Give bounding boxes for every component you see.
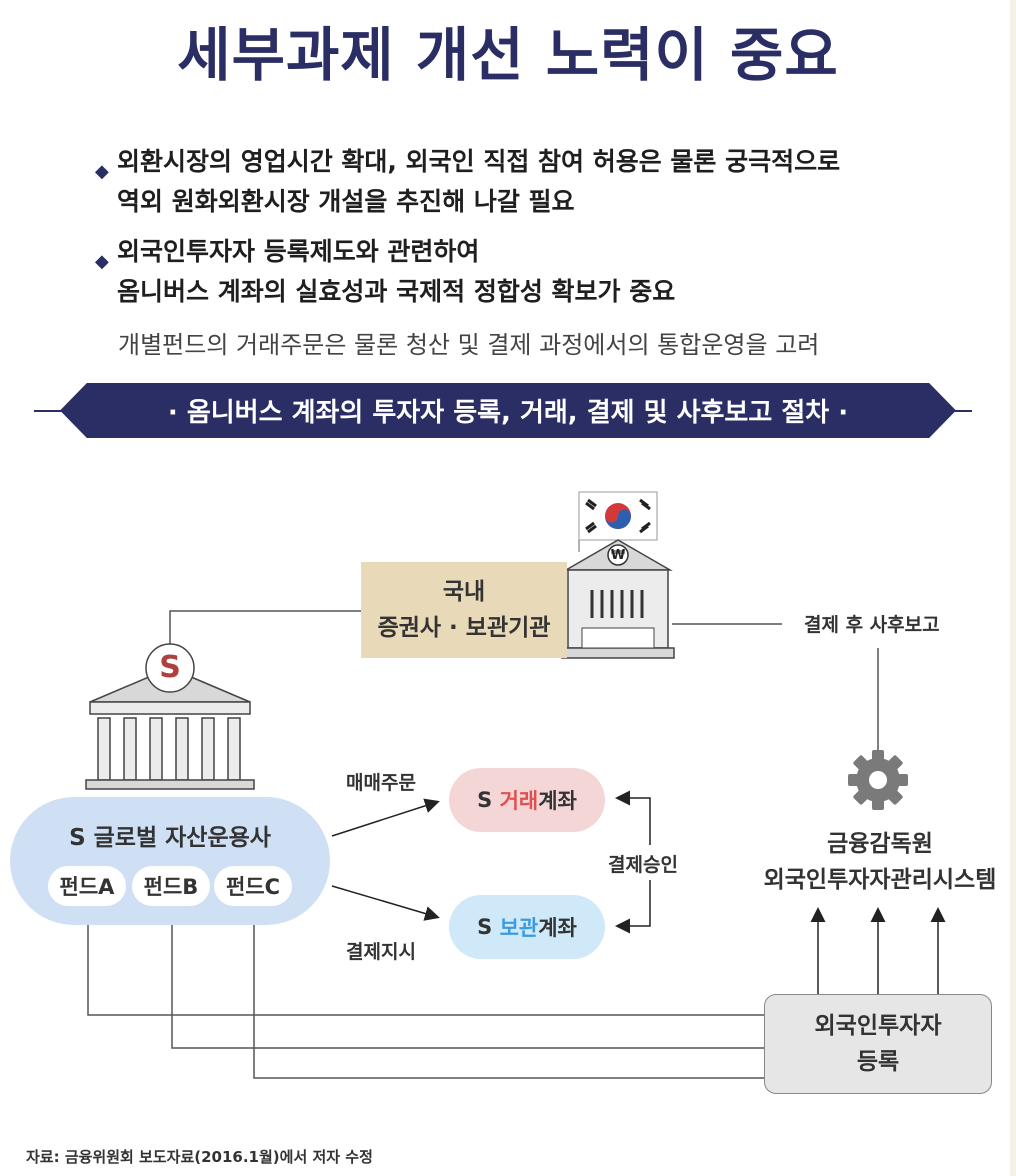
- asset-manager-label: S 글로벌 자산운용사: [69, 825, 271, 851]
- asset-manager-building-icon: [85, 643, 255, 790]
- bullet-2-line2: 옴니버스 계좌의 실효성과 국제적 정합성 확보가 중요: [117, 277, 676, 306]
- fund-a: 펀드A: [48, 866, 126, 906]
- section-banner: [60, 383, 956, 438]
- fss-system-label: 금융감독원 외국인투자자관리시스템: [750, 826, 1010, 898]
- diamond-bullet-icon: ◆: [95, 161, 109, 182]
- fund-b: 펀드B: [132, 866, 210, 906]
- post-report-label: 결제 후 사후보고: [804, 614, 940, 636]
- sub-note: 개별펀드의 거래주문은 물론 청산 및 결제 과정에서의 통합운영을 고려: [118, 331, 820, 359]
- settle-instruction-label: 결제지시: [346, 941, 416, 963]
- line-fund-a-to-registration: [87, 906, 764, 1016]
- registration-line1: 외국인투자자: [814, 1013, 942, 1039]
- securities-building-icon: [561, 539, 675, 659]
- diamond-bullet-icon: ◆: [95, 251, 109, 272]
- section-banner-text: · 옴니버스 계좌의 투자자 등록, 거래, 결제 및 사후보고 절차 ·: [167, 398, 849, 428]
- won-symbol: ₩: [610, 547, 626, 563]
- page-title: 세부과제 개선 노력이 중요: [177, 21, 839, 89]
- fss-line2: 외국인투자자관리시스템: [763, 867, 997, 893]
- source-note: 자료: 금융위원회 보도자료(2016.1월)에서 저자 수정: [26, 1148, 373, 1166]
- line-fund-b-to-registration: [171, 906, 764, 1049]
- securities-line2: 증권사 · 보관기관: [377, 615, 551, 641]
- banner-line-left: [34, 410, 74, 412]
- trade-account-suffix: 계좌: [538, 789, 577, 813]
- korean-flag-icon: [578, 491, 658, 552]
- custody-account-highlight: 보관: [499, 916, 539, 940]
- investor-registration-box: 외국인투자자 등록: [764, 994, 992, 1094]
- settle-approval-label: 결제승인: [606, 850, 680, 877]
- fss-line1: 금융감독원: [827, 831, 933, 857]
- banner-line-right: [942, 410, 972, 412]
- gear-icon: [848, 750, 908, 810]
- arrow-approval-to-custody: [615, 880, 651, 934]
- bullet-1: ◆ 외환시장의 영업시간 확대, 외국인 직접 참여 허용은 물론 궁극적으로 …: [95, 142, 840, 222]
- page-edge-strip: [1010, 0, 1016, 1176]
- arrow-approval-to-trade: [615, 790, 651, 845]
- bullet-1-line1: 외환시장의 영업시간 확대, 외국인 직접 참여 허용은 물론 궁극적으로: [117, 147, 841, 176]
- bullet-1-line2: 역외 원화외환시장 개설을 추진해 나갈 필요: [117, 187, 575, 216]
- dollar-globe-icon: S: [159, 649, 181, 685]
- securities-line1: 국내: [442, 579, 486, 605]
- arrow-trade-order: [331, 798, 440, 837]
- trade-account-highlight: 거래: [499, 789, 539, 813]
- line-fund-c-to-registration: [253, 906, 764, 1079]
- trade-order-label: 매매주문: [346, 772, 416, 794]
- custody-account-prefix: S: [477, 915, 500, 939]
- registration-line2: 등록: [856, 1049, 900, 1075]
- arrow-settle-instruction: [331, 885, 440, 921]
- domestic-securities-box: 국내 증권사 · 보관기관: [361, 562, 567, 658]
- fund-c: 펀드C: [214, 866, 292, 906]
- bullet-2-line1: 외국인투자자 등록제도와 관련하여: [117, 237, 480, 266]
- trade-account-prefix: S: [477, 788, 500, 812]
- bullet-2: ◆ 외국인투자자 등록제도와 관련하여 옴니버스 계좌의 실효성과 국제적 정합…: [95, 232, 675, 312]
- custody-account-suffix: 계좌: [538, 916, 577, 940]
- line-manager-to-securities: [169, 610, 361, 648]
